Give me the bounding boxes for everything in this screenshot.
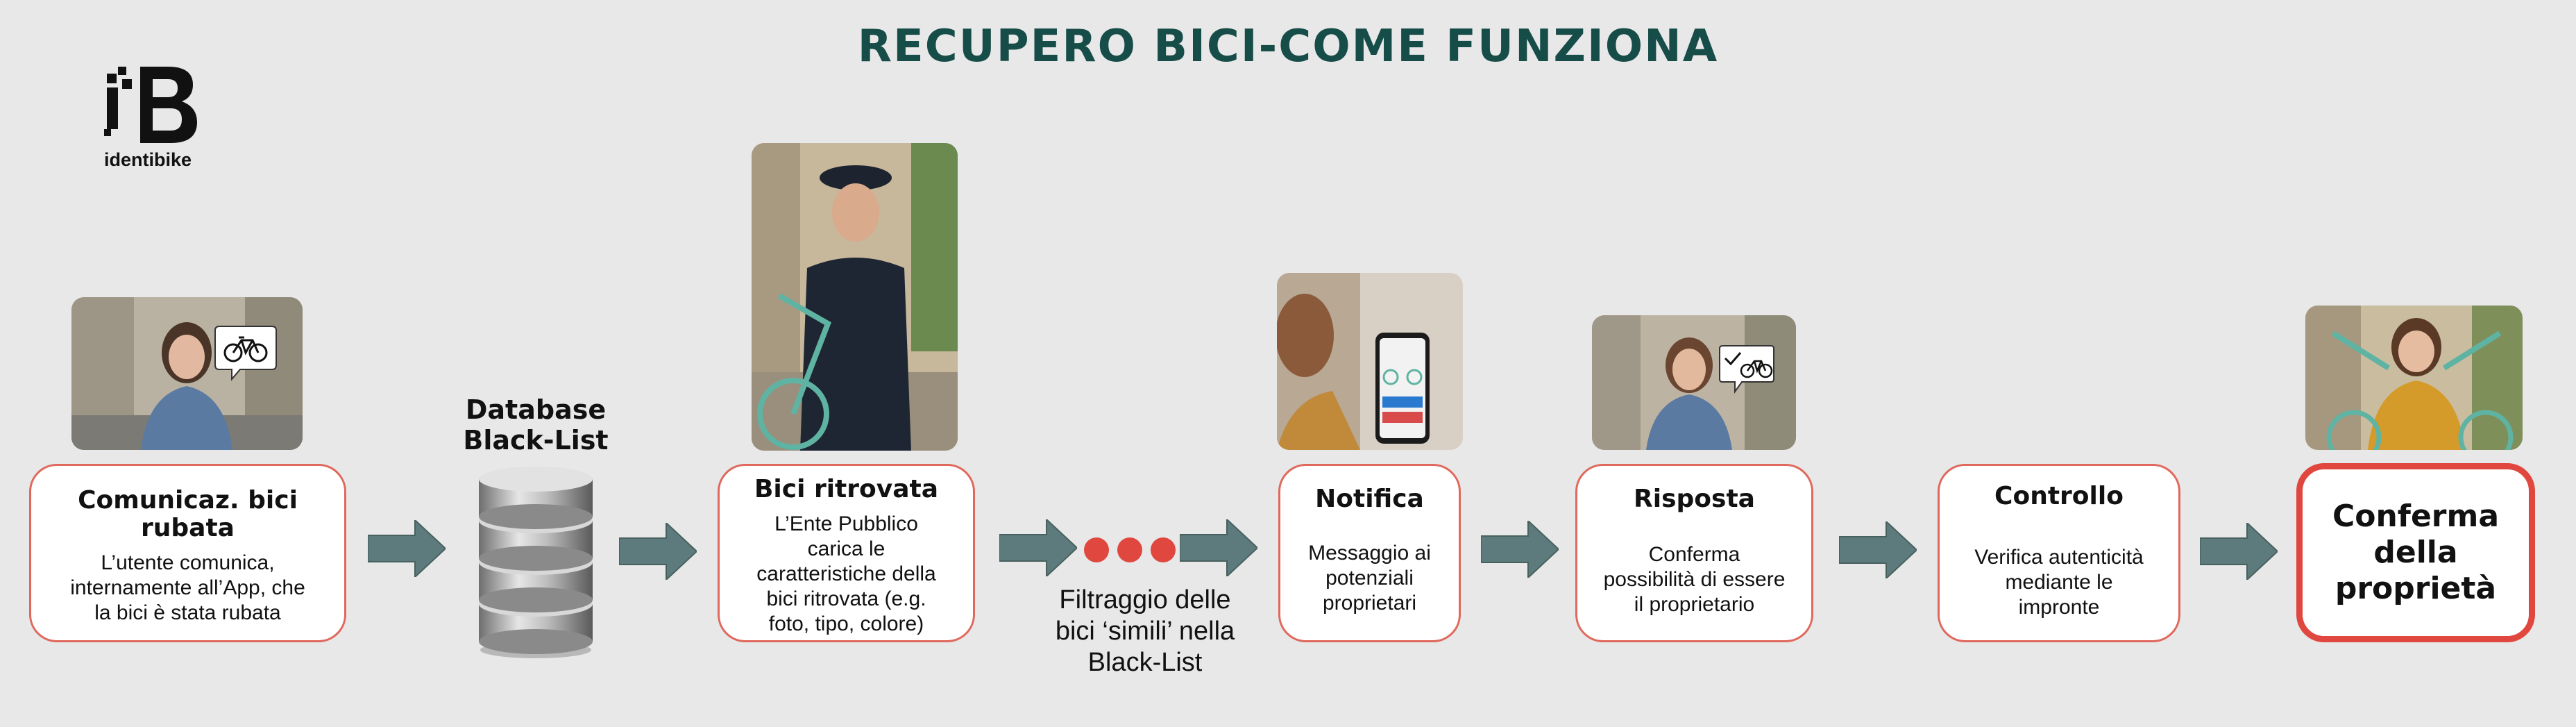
step-body: mediante le <box>2005 571 2113 594</box>
step-card-risposta: Risposta Conferma possibilità di essere … <box>1575 464 1813 642</box>
step-body: proprietari <box>1322 592 1417 615</box>
logo-text: identibike <box>104 149 192 170</box>
step-body: impronte <box>2018 596 2100 619</box>
filter-dot <box>1151 537 1176 562</box>
step-body: Messaggio ai <box>1308 542 1431 565</box>
step-body: Conferma <box>1648 543 1740 566</box>
filter-dot <box>1084 537 1109 562</box>
step-card-controllo: Controllo Verifica autenticità mediante … <box>1938 464 2180 642</box>
filter-caption-line: Filtraggio delle <box>1059 585 1231 615</box>
step-card-notifica: Notifica Messaggio ai potenziali proprie… <box>1278 464 1461 642</box>
step-body: L’utente comunica, <box>101 551 275 574</box>
database-cylinder-icon <box>473 458 598 660</box>
right-arrow-icon <box>1480 519 1560 580</box>
filter-dot <box>1117 537 1142 562</box>
bicycle-speech-bubble-icon <box>212 324 279 382</box>
step-title: proprietà <box>2334 571 2497 606</box>
right-arrow-icon <box>367 518 447 579</box>
bicycle-check-icon <box>1717 343 1777 394</box>
database-label: Database Black-List <box>444 394 627 456</box>
step-body: la bici è stata rubata <box>94 601 281 624</box>
right-arrow-icon <box>999 517 1078 578</box>
step-body: L’Ente Pubblico <box>774 512 918 535</box>
right-arrow-icon <box>2199 521 2279 582</box>
step-body: foto, tipo, colore) <box>768 612 924 635</box>
photo-user-reporting-theft <box>71 297 303 450</box>
step-title: Risposta <box>1634 485 1755 513</box>
step-body: possibilità di essere <box>1603 568 1786 591</box>
step-body: carica le <box>807 537 886 560</box>
step-card-bici-ritrovata: Bici ritrovata L’Ente Pubblico carica le… <box>718 464 975 642</box>
step-title: Controllo <box>1994 482 2124 510</box>
step-body: potenziali <box>1325 567 1414 590</box>
identibike-logo-icon <box>104 67 208 147</box>
step-title: Bici ritrovata <box>754 475 939 503</box>
photo-phone-notification <box>1277 273 1463 450</box>
step-body: Verifica autenticità <box>1974 546 2144 569</box>
step-title: della <box>2373 535 2458 570</box>
step-title: Conferma <box>2332 499 2500 534</box>
database-label-line: Database <box>465 394 607 425</box>
right-arrow-icon <box>1838 519 1918 580</box>
photo-police-officer-with-bike <box>752 143 958 451</box>
page-title: RECUPERO BICI-COME FUNZIONA <box>857 21 1719 72</box>
filter-caption-line: bici ‘simili’ nella <box>1055 617 1235 646</box>
step-body: il proprietario <box>1634 593 1755 616</box>
step-title: Comunicaz. bici <box>78 486 298 515</box>
step-body: internamente all’App, che <box>70 576 305 599</box>
step-card-conferma: Conferma della proprietà <box>2296 463 2535 642</box>
step-title: rubata <box>141 514 235 542</box>
filter-caption: Filtraggio delle bici ‘simili’ nella Bla… <box>1027 585 1263 678</box>
step-card-comunicaz: Comunicaz. bici rubata L’utente comunica… <box>29 464 346 642</box>
step-body: caratteristiche della <box>756 562 936 585</box>
right-arrow-icon <box>1179 517 1259 578</box>
step-title: Notifica <box>1315 485 1424 513</box>
step-body: bici ritrovata (e.g. <box>766 587 926 610</box>
photo-happy-owner-with-bike <box>2305 306 2523 450</box>
right-arrow-icon <box>618 521 698 582</box>
filter-caption-line: Black-List <box>1087 648 1203 677</box>
database-label-line: Black-List <box>463 425 609 456</box>
